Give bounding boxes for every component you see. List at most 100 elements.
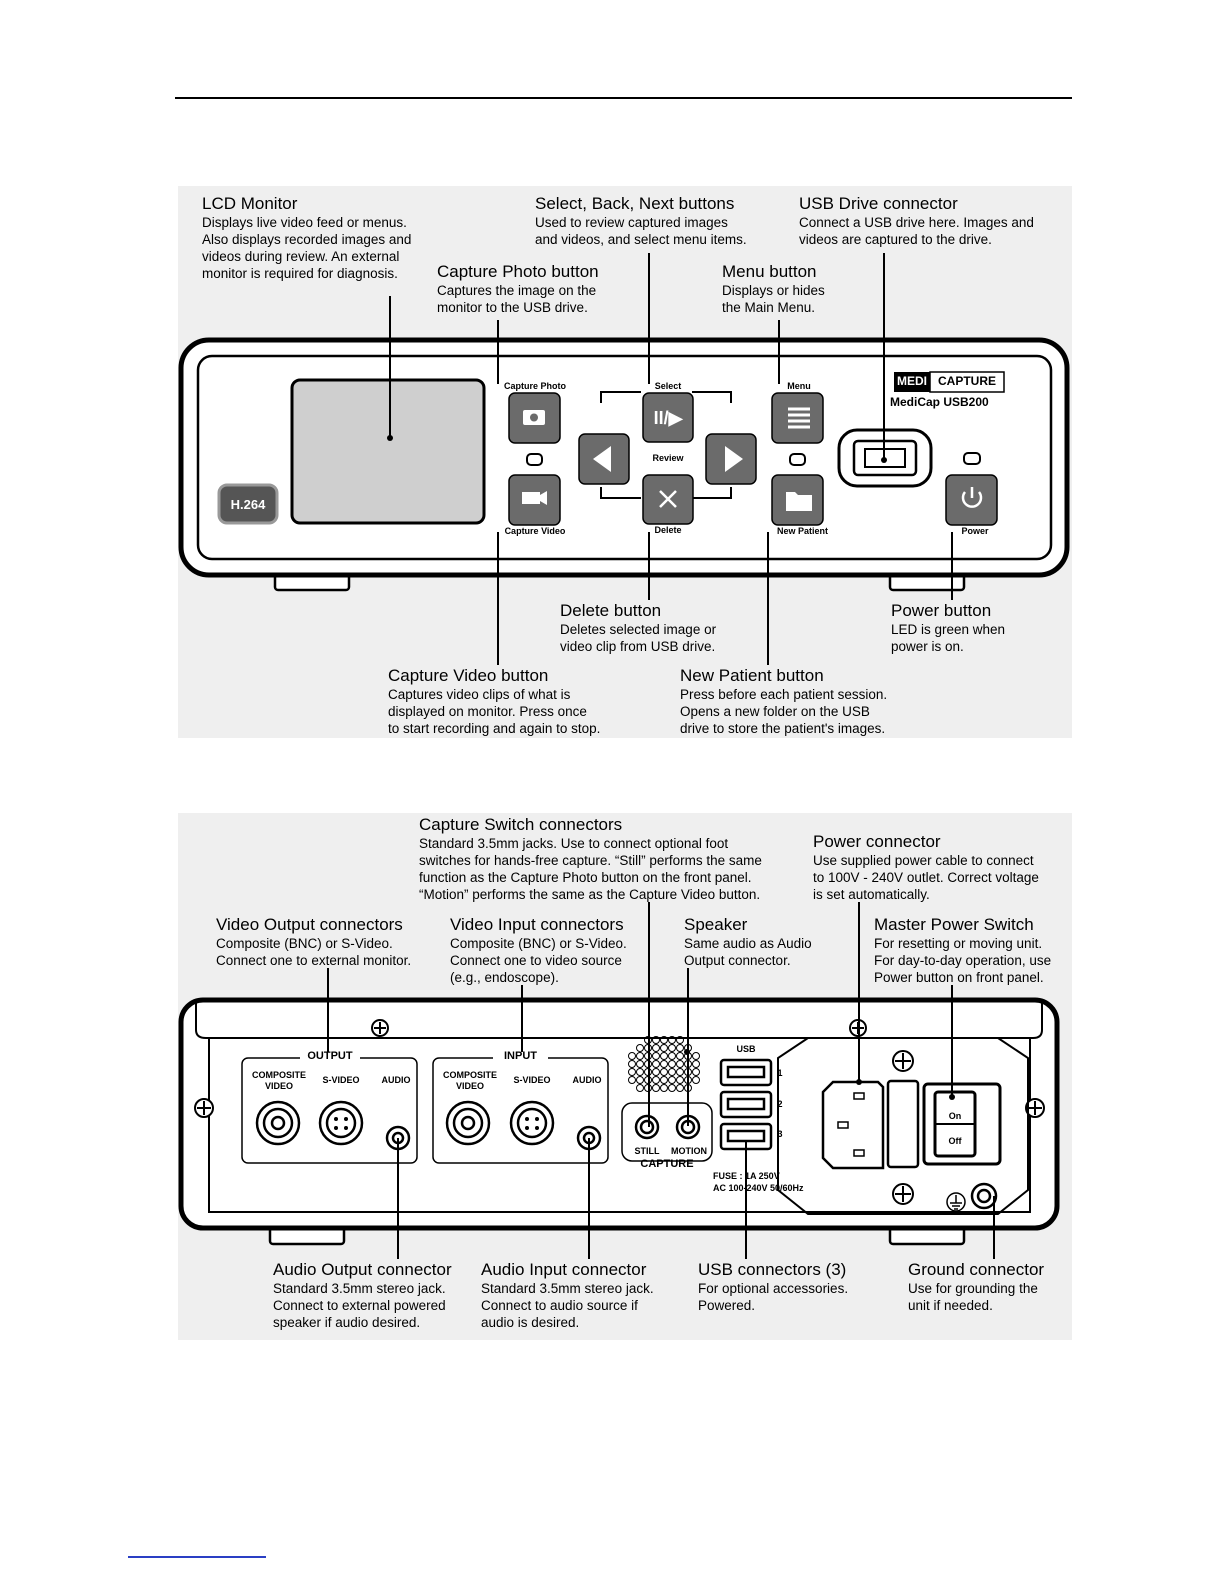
power-module-plate [777, 1037, 1029, 1215]
callout-line: Connect to external powered [273, 1298, 446, 1313]
callout-menu: Menu button Displays or hides the Main M… [722, 262, 882, 316]
callout-line: Use supplied power cable to connect [813, 853, 1034, 868]
usb-port[interactable] [719, 1058, 773, 1151]
leader-power-connector [858, 902, 860, 1082]
callout-line: Connect to audio source if [481, 1298, 638, 1313]
leader-dot [949, 1094, 955, 1100]
menu-button[interactable] [771, 392, 824, 444]
callout-line: Captures video clips of what is [388, 687, 571, 702]
callout-title: Master Power Switch [874, 915, 1034, 934]
callout-line: Deletes selected image or [560, 622, 717, 637]
callout-title: Video Output connectors [216, 915, 403, 934]
callout-line: (e.g., endoscope). [450, 970, 559, 985]
bnc-connector[interactable] [255, 1100, 491, 1146]
callout-line: function as the Capture Photo button on … [419, 870, 752, 885]
leader-dot [881, 457, 887, 463]
leader-menu [778, 320, 780, 384]
leader-capture-photo [497, 320, 499, 384]
select-button[interactable] [642, 392, 694, 443]
callout-title: Video Input connectors [450, 915, 624, 934]
callout-title: Menu button [722, 262, 817, 281]
ground-connector[interactable] [970, 1182, 998, 1210]
leader-audio-output [397, 1138, 399, 1259]
callout-capture-photo: Capture Photo button Captures the image … [437, 262, 657, 316]
callout-line: Composite (BNC) or S-Video. [216, 936, 393, 951]
callout-line: to start recording and again to stop. [388, 721, 601, 736]
callout-video-input: Video Input connectors Composite (BNC) o… [450, 915, 650, 986]
callout-delete: Delete button Deletes selected image or … [560, 601, 770, 655]
lcd-monitor [290, 378, 486, 525]
h264-badge [217, 483, 279, 525]
callout-line: Press before each patient session. [680, 687, 888, 702]
callout-line: the Main Menu. [722, 300, 816, 315]
label-switch-off: Off [948, 1136, 962, 1146]
label-usb: USB [736, 1044, 756, 1054]
iec-pin [837, 1121, 849, 1129]
label-input: INPUT [493, 1050, 548, 1062]
rear-chassis-inner [195, 1000, 1043, 1213]
callout-line: videos during review. An external [202, 249, 400, 264]
label-motion: MOTION [671, 1146, 707, 1156]
power-icon [961, 487, 983, 508]
video-camera-icon-lens [540, 491, 547, 505]
leader-delete [648, 532, 650, 600]
rear-device-drawing [178, 997, 1060, 1246]
svideo-connector[interactable] [318, 1100, 555, 1146]
callout-line: Used to review captured images [535, 215, 728, 230]
callout-title: USB Drive connector [799, 194, 958, 213]
list-icon [788, 407, 810, 429]
label-composite-out: COMPOSITE [251, 1070, 306, 1080]
callout-line: monitor is required for diagnosis. [202, 266, 398, 281]
callout-line: Output connector. [684, 953, 791, 968]
brand-logo-box-a [894, 372, 930, 392]
callout-line: Same audio as Audio [684, 936, 812, 951]
callout-title: Delete button [560, 601, 662, 620]
power-button[interactable] [945, 474, 998, 526]
callout-line: “Motion” performs the same as the Captur… [419, 887, 761, 902]
camera-icon-lens [530, 413, 538, 422]
callout-line: Standard 3.5mm stereo jack. [481, 1281, 654, 1296]
callout-line: LED is green when [891, 622, 1006, 637]
callout-line: Captures the image on the [437, 283, 597, 298]
label-select: Select [654, 381, 682, 391]
led-capture [526, 453, 543, 466]
callout-title: Capture Video button [388, 666, 549, 685]
capture-jack[interactable] [634, 1114, 701, 1140]
rear-chassis-outer [178, 997, 1060, 1231]
svideo-pins [334, 1117, 539, 1130]
label-video-out: VIDEO [264, 1081, 293, 1091]
power-connector-iec[interactable] [821, 1080, 885, 1170]
callout-line: Displays live video feed or menus. [202, 215, 407, 230]
label-capture-photo: Capture Photo [504, 381, 566, 391]
label-usb-2: 2 [777, 1099, 783, 1109]
callout-title: Capture Switch connectors [419, 815, 623, 834]
callout-title: Select, Back, Next buttons [535, 194, 735, 213]
callout-line: speaker if audio desired. [273, 1315, 421, 1330]
label-audio-in: AUDIO [572, 1075, 602, 1085]
leader-capture-still [648, 902, 650, 1127]
callout-line: Opens a new folder on the USB [680, 704, 870, 719]
callout-line: power is on. [891, 639, 964, 654]
h264-label: H.264 [230, 497, 266, 512]
callout-line: audio is desired. [481, 1315, 580, 1330]
callout-title: Audio Output connector [273, 1260, 452, 1279]
iec-pin [853, 1149, 865, 1157]
callout-line: monitor to the USB drive. [437, 300, 588, 315]
callout-line: Use for grounding the [908, 1281, 1038, 1296]
label-composite-in: COMPOSITE [442, 1070, 497, 1080]
label-svideo-out: S-VIDEO [322, 1075, 360, 1085]
callout-line: Connect one to video source [450, 953, 622, 968]
front-chassis-inner [196, 354, 1053, 561]
leader-select [648, 253, 650, 384]
label-power: Power [961, 526, 989, 536]
leader-master-power [951, 985, 953, 1097]
callout-line: Standard 3.5mm jacks. Use to connect opt… [419, 836, 729, 851]
front-device-drawing: II/▶ [178, 337, 1070, 592]
callout-line: Power button on front panel. [874, 970, 1044, 985]
label-ac: AC 100-240V 50/60Hz [713, 1183, 804, 1193]
leader-lcd [389, 296, 391, 438]
video-camera-icon [522, 492, 540, 504]
leader-dot [856, 1079, 862, 1085]
callout-line: Displays or hides [722, 283, 825, 298]
label-capture-video: Capture Video [504, 526, 566, 536]
